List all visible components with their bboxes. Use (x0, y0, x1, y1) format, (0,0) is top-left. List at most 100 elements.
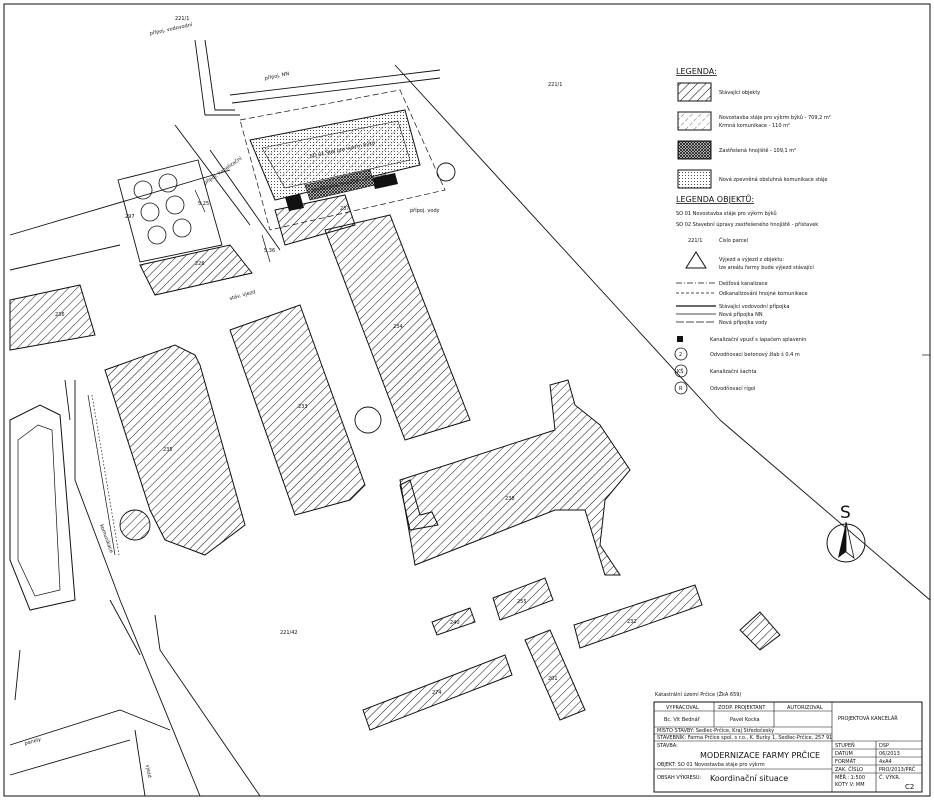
legend-item-2: Krmná komunikace - 110 m² (719, 122, 790, 129)
label-b236: 236 (55, 312, 65, 318)
legend-symbol-9: Odvodňovací betonový žlab š 0,4 m (710, 351, 800, 358)
tb-stavba-label: STAVBA: (657, 743, 678, 749)
tb-misto: MÍSTO STAVBY: Sedlec-Prčice, Kraj Středo… (657, 727, 774, 734)
legend-symbol-code-10: KŠ (677, 368, 683, 375)
building-232 (573, 584, 703, 649)
tb-v-zodp: Pavel Kocka (730, 717, 760, 723)
legend-symbol-2: lze areálu farmy bude výjezd stávající (719, 264, 814, 271)
legend-item-4: Nová zpevněná obsluhná komunikace stáje (719, 176, 827, 183)
legend-title: LEGENDA: (676, 67, 717, 76)
small-building (739, 611, 781, 651)
tank-circle-3 (436, 162, 456, 182)
legend-swatch-paved (677, 169, 712, 189)
tb-k-stupen: STUPEŇ (835, 742, 855, 749)
legend-symbol-code-9: 2 (679, 352, 682, 358)
tb-v-vykr: C2 (905, 783, 914, 791)
label-b232: 232 (627, 619, 637, 625)
tb-k-mer: MĚŘ.: 1:500 (835, 773, 865, 781)
label-b297: 297 (125, 214, 135, 220)
tb-obsah-label: OBSAH VÝKRESU: (657, 774, 702, 781)
legend-channel-icon (674, 347, 688, 361)
building-255 (492, 577, 554, 621)
legend-gutter-icon (674, 381, 688, 395)
legend-symbol-10: Kanalizační šachta (710, 368, 756, 375)
label-b237: 237 (340, 206, 350, 212)
tb-v-datum: 06/2013 (879, 751, 900, 757)
tb-k-zak: ZAK. ČÍSLO (835, 766, 863, 773)
building-226 (139, 244, 253, 296)
label-existing-entrance: stáv. vjezd (229, 288, 257, 302)
parcel-label-bottom: 221/42 (280, 630, 298, 636)
label-b226: 226 (195, 261, 205, 267)
label-b255: 255 (517, 599, 527, 605)
tb-k-format: FORMÁT (835, 758, 857, 765)
sheet-border (3, 3, 931, 797)
tb-v-format: 4xA4 (879, 759, 892, 765)
north-letter: S (840, 503, 851, 523)
label-b233: 233 (298, 404, 308, 410)
legend-inlet-icon (677, 336, 683, 342)
building-238-wing (399, 479, 439, 531)
legend-symbol-5: Stávající vodovodní přípojka (719, 303, 789, 310)
cadastre-note: Katastrální území Prčice (ŽkA 659) (655, 690, 741, 698)
title-block: Katastrální území Prčice (ŽkA 659) VYPRA… (653, 690, 923, 793)
legend-symbol-6: Nová přípojka NN (719, 311, 763, 318)
tb-objekt: OBJEKT: SO 01 Novostavba stáje pro výkrm (657, 761, 765, 768)
tb-v-zak: PRO/2013/PRČ (879, 766, 916, 773)
legend-symbol-11: Odvodňovací rígol (710, 385, 755, 392)
building-left-block (9, 404, 76, 611)
manure-store-extension (304, 169, 376, 201)
new-stable-inner (261, 120, 411, 189)
tank-circle-2 (354, 406, 382, 434)
site-boundary (239, 89, 446, 231)
label-connection-water: přípoj. vodovodní (149, 21, 194, 37)
legend-symbol-8: Kanalizační vpusť s lapačem splavenin (710, 336, 806, 343)
legend-triangle-icon (685, 251, 707, 269)
building-238 (399, 379, 631, 576)
building-233 (229, 304, 366, 516)
legend-manhole-icon (674, 364, 688, 378)
legend-symbol-code-0: 221/1 (688, 238, 702, 244)
legend-symbol-1: Výjezd a výjezd z objektu: (719, 256, 784, 263)
roads (9, 39, 931, 797)
legend-object-0: SO 01 Novostavba stáje pro výkrm býků (676, 210, 777, 217)
tb-v-stupen: DSP (879, 743, 889, 749)
legend-swatch-manure (677, 140, 712, 160)
tb-k-datum: DATUM (835, 751, 853, 757)
label-b238: 238 (505, 496, 515, 502)
tb-h-autor: AUTORIZOVAL (787, 705, 823, 711)
legend-objects-title: LEGENDA OBJEKTŮ: (676, 193, 754, 204)
tb-company: PROJEKTOVÁ KANCELÁŘ (838, 714, 898, 722)
tb-h-vypracoval: VYPRACOVAL (666, 705, 699, 711)
label-connection-sewer: přípoj. kanalizační (202, 155, 244, 187)
legend-symbol-0: Číslo parcel (719, 237, 748, 244)
tb-obsah: Koordinační situace (710, 773, 788, 783)
parcel-label-right: 221/1 (548, 82, 562, 88)
label-panely: panely (24, 737, 42, 747)
dimension-lines (194, 189, 271, 263)
label-connection-power: přípoj. NN (264, 70, 290, 82)
legend-swatch-new (677, 111, 712, 131)
north-arrow: S (826, 503, 866, 563)
label-b235: 235 (163, 447, 173, 453)
building-236 (9, 284, 96, 351)
label-b274: 274 (432, 690, 442, 696)
existing-buildings (9, 194, 781, 731)
label-dim2: 5.36 (264, 248, 275, 254)
manure-pit-right (372, 173, 398, 189)
rail-track (87, 394, 120, 556)
legend-object-1: SO 02 Stavební úpravy zastřešeného hnoji… (676, 221, 818, 228)
tb-h-zodp: ZODP. PROJEKTANT (718, 705, 766, 711)
tb-stavebnik: STAVEBNÍK: Farma Prčice spol. s r.o., K.… (657, 734, 832, 741)
label-b240: 240 (450, 620, 460, 626)
legend-item-3: Zastřešená hnojiště - 109,1 m² (719, 147, 796, 154)
label-road: komunikace (98, 524, 114, 554)
tank-circle-1 (119, 509, 151, 541)
building-201 (524, 629, 586, 721)
silo-field (117, 159, 223, 263)
legend-symbol-4: Odkanalizování hnojné komunikace (719, 290, 808, 297)
legend-item-0: Stávající objekty (719, 89, 760, 96)
legend-swatch-existing (677, 82, 712, 102)
building-240 (431, 607, 476, 636)
